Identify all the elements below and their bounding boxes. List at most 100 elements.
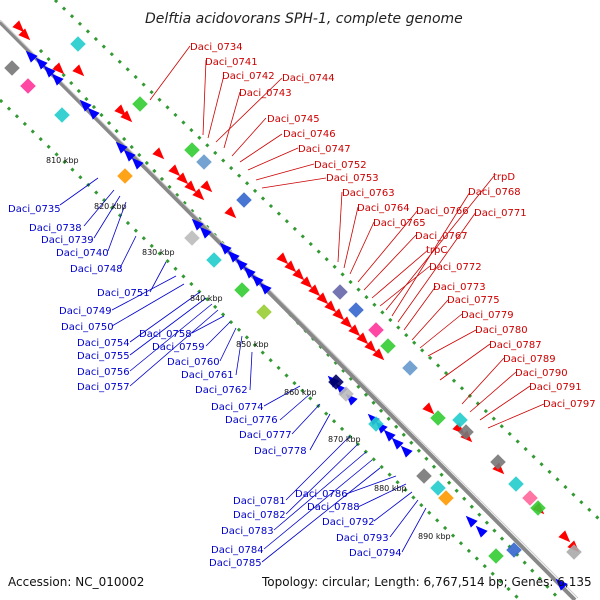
reverse-gene-arrow	[43, 65, 56, 78]
forward-gene-arrow	[72, 64, 85, 77]
reverse-leader-line	[285, 435, 351, 501]
feature-box	[184, 142, 200, 158]
feature-box	[488, 548, 504, 564]
forward-leader-line	[385, 175, 495, 311]
reverse-gene-arrow	[251, 274, 264, 287]
gene-label-daci-0791: Daci_0791	[529, 382, 582, 393]
forward-gene-arrow	[52, 62, 65, 75]
reverse-gene-arrow	[465, 515, 478, 528]
kbp-tick-870: 870 kbp	[328, 435, 361, 444]
feature-box	[4, 60, 20, 76]
forward-gene-arrow	[300, 276, 313, 289]
reverse-leader-line	[129, 291, 201, 343]
feature-box	[416, 468, 432, 484]
reverse-gene-arrow	[219, 242, 232, 255]
gene-label-daci-0760: Daci_0760	[167, 357, 220, 368]
forward-gene-arrow	[332, 308, 345, 321]
feature-box	[368, 322, 384, 338]
forward-leader-line	[149, 45, 191, 101]
forward-leader-line	[363, 234, 417, 291]
gene-label-daci-0794: Daci_0794	[349, 548, 402, 559]
gene-label-daci-0755: Daci_0755	[77, 351, 130, 362]
gene-label-daci-0773: Daci_0773	[433, 282, 486, 293]
forward-gene-arrow	[176, 172, 189, 185]
reverse-leader-line	[249, 351, 253, 391]
forward-leader-line	[349, 221, 375, 275]
forward-leader-line	[247, 147, 299, 171]
reverse-gene-arrow	[79, 99, 92, 112]
gene-label-daci-0745: Daci_0745	[267, 114, 320, 125]
gene-label-daci-0759: Daci_0759	[152, 342, 205, 353]
tick-row-outer-1	[53, 0, 600, 522]
reverse-leader-line	[373, 491, 413, 522]
kbp-tick-840: 840 kbp	[190, 294, 223, 303]
gene-label-daci-0734: Daci_0734	[190, 42, 243, 53]
gene-label-daci-0747: Daci_0747	[298, 144, 351, 155]
gene-label-daci-0753: Daci_0753	[326, 173, 379, 184]
topology-label: Topology: circular; Length: 6,767,514 bp…	[261, 575, 592, 589]
forward-leader-line	[427, 329, 477, 357]
forward-leader-line	[391, 191, 471, 317]
reverse-gene-arrow	[555, 578, 568, 591]
reverse-leader-line	[129, 309, 219, 387]
gene-label-daci-0785: Daci_0785	[209, 558, 262, 569]
gene-label-daci-0780: Daci_0780	[475, 325, 528, 336]
reverse-gene-arrow	[400, 445, 413, 458]
reverse-gene-arrow	[227, 250, 240, 263]
reverse-leader-line	[149, 261, 167, 293]
gene-label-daci-0767: Daci_0767	[415, 231, 468, 242]
gene-label-daci-0781: Daci_0781	[233, 496, 286, 507]
forward-leader-line	[469, 371, 517, 413]
gene-label-daci-0758: Daci_0758	[139, 329, 192, 340]
forward-gene-arrow	[114, 104, 127, 117]
feature-box	[70, 36, 86, 52]
kbp-tick-860: 860 kbp	[284, 388, 317, 397]
forward-leader-line	[411, 299, 449, 341]
gene-label-daci-0756: Daci_0756	[77, 367, 130, 378]
forward-gene-arrow	[12, 20, 25, 33]
forward-leader-line	[371, 249, 429, 299]
feature-box	[348, 302, 364, 318]
feature-box	[508, 476, 524, 492]
forward-leader-line	[223, 91, 241, 149]
reverse-leader-line	[357, 483, 407, 508]
reverse-gene-arrow	[115, 141, 128, 154]
reverse-gene-arrow	[51, 73, 64, 86]
feature-box	[234, 282, 250, 298]
kbp-tick-810: 810 kbp	[46, 156, 79, 165]
forward-leader-line	[261, 177, 327, 189]
genome-backbone-highlight	[0, 19, 579, 599]
forward-gene-arrow	[224, 206, 237, 219]
gene-label-daci-0790: Daci_0790	[515, 368, 568, 379]
accession-label: Accession: NC_010002	[8, 575, 144, 589]
gene-label-daci-0754: Daci_0754	[77, 338, 130, 349]
reverse-leader-line	[285, 443, 359, 515]
gene-label-daci-0757: Daci_0757	[77, 382, 130, 393]
gene-label-daci-0782: Daci_0782	[233, 510, 286, 521]
reverse-leader-line	[263, 385, 301, 407]
gene-label-daci-0787: Daci_0787	[489, 340, 542, 351]
gene-label-daci-0751: Daci_0751	[97, 288, 150, 299]
reverse-leader-line	[235, 335, 243, 376]
reverse-leader-line	[389, 499, 419, 538]
reverse-leader-line	[261, 467, 381, 563]
forward-gene-arrow	[18, 28, 31, 41]
gene-label-daci-0765: Daci_0765	[373, 218, 426, 229]
feature-box	[332, 284, 348, 300]
kbp-tick-850: 850 kbp	[236, 340, 269, 349]
forward-gene-arrow	[276, 252, 289, 265]
forward-gene-arrow	[422, 402, 435, 415]
gene-label-daci-0766: Daci_0766	[416, 206, 469, 217]
reverse-leader-line	[59, 177, 99, 206]
gene-label-daci-0735: Daci_0735	[8, 204, 61, 215]
gene-label-daci-0793: Daci_0793	[336, 533, 389, 544]
feature-box	[380, 338, 396, 354]
gene-label-daci-0774: Daci_0774	[211, 402, 264, 413]
kbp-tick-890: 890 kbp	[418, 532, 451, 541]
gene-label-daci-0776: Daci_0776	[225, 415, 278, 426]
reverse-gene-arrow	[191, 218, 204, 231]
gene-label-daci-0777: Daci_0777	[239, 430, 292, 441]
gene-label-daci-0788: Daci_0788	[307, 502, 360, 513]
forward-gene-arrow	[356, 332, 369, 345]
